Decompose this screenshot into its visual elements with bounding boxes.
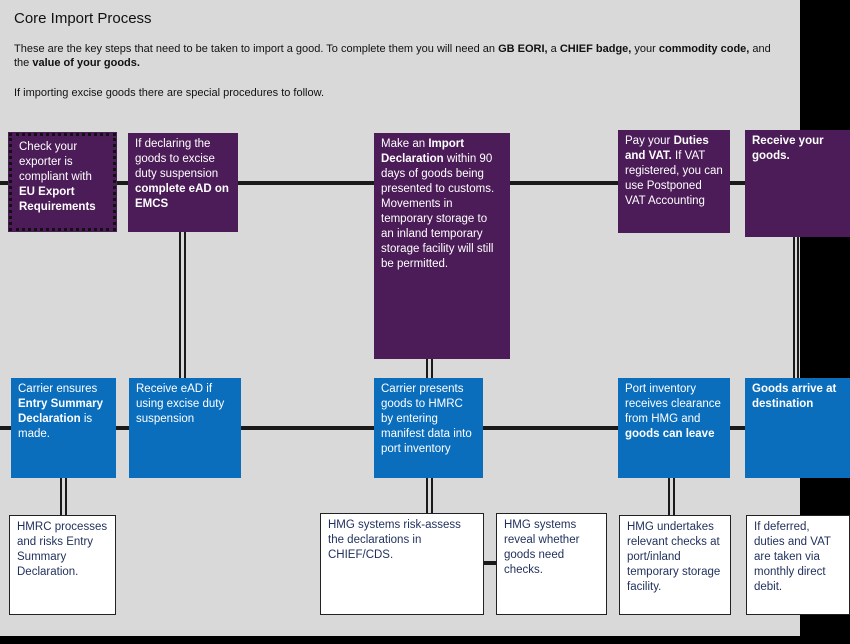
carrier-presents-text: Carrier presents goods to HMRC by enteri… (381, 383, 472, 455)
receive-ead-text: Receive eAD if using excise duty suspens… (136, 383, 225, 425)
hmrc-processes-box: HMRC processes and risks Entry Summary D… (9, 515, 116, 615)
import-declaration-box: Make an Import Declaration within 90 day… (374, 133, 510, 359)
intro-text-2: a (547, 43, 560, 55)
declare-excise-box: If declaring the goods to excise duty su… (128, 133, 238, 232)
pay-duties-box: Pay your Duties and VAT. If VAT register… (618, 130, 730, 233)
hmrc-processes-text: HMRC processes and risks Entry Summary D… (17, 521, 108, 578)
carrier-ensures-bold: Entry Summary Declaration (18, 398, 104, 425)
carrier-presents-box: Carrier presents goods to HMRC by enteri… (374, 378, 483, 478)
check-exporter-bold: EU Export Requirements (19, 186, 96, 213)
intro-bold-chief: CHIEF badge, (559, 43, 632, 55)
pay-duties-bold: Duties and VAT. (625, 135, 709, 162)
hmg-reveal-text: HMG systems reveal whether goods need ch… (504, 519, 580, 576)
port-inventory-bold: goods can leave (625, 428, 715, 440)
import-declaration-text-2: within 90 days of goods being presented … (381, 153, 495, 270)
receive-goods-box: Receive your goods. (745, 130, 850, 237)
deferred-duties-box: If deferred, duties and VAT are taken vi… (746, 515, 850, 615)
port-inventory-box: Port inventory receives clearance from H… (618, 378, 730, 478)
intro-bold-commodity: commodity code, (658, 43, 750, 55)
hmg-reveal-box: HMG systems reveal whether goods need ch… (496, 513, 607, 615)
pay-duties-text-2: If VAT registered, you can use Postponed… (625, 150, 723, 207)
excise-note: If importing excise goods there are spec… (14, 87, 324, 99)
goods-arrive-box: Goods arrive at destination (745, 378, 850, 478)
receive-goods-bold: Receive your goods. (752, 135, 824, 162)
carrier-ensures-text-1: Carrier ensures (18, 383, 98, 395)
intro-text-1: These are the key steps that need to be … (14, 43, 499, 55)
import-declaration-bold: Import Declaration (381, 138, 465, 165)
page-title: Core Import Process (14, 10, 152, 27)
carrier-ensures-text-2: is made. (18, 413, 93, 440)
hmg-risk-assess-text: HMG systems risk-assess the declarations… (328, 519, 461, 561)
hmg-checks-text: HMG undertakes relevant checks at port/i… (627, 521, 721, 593)
goods-arrive-bold: Goods arrive at destination (752, 383, 837, 410)
port-inventory-text: Port inventory receives clearance from H… (625, 383, 721, 425)
hmg-risk-assess-box: HMG systems risk-assess the declarations… (320, 513, 484, 615)
receive-ead-box: Receive eAD if using excise duty suspens… (129, 378, 241, 478)
declare-excise-bold: complete eAD on EMCS (135, 183, 229, 210)
deferred-duties-text: If deferred, duties and VAT are taken vi… (754, 521, 831, 593)
carrier-ensures-box: Carrier ensures Entry Summary Declaratio… (11, 378, 116, 478)
hmg-checks-box: HMG undertakes relevant checks at port/i… (619, 515, 731, 615)
check-exporter-text: Check your exporter is compliant with (19, 141, 92, 183)
check-exporter-box: Check your exporter is compliant with EU… (8, 132, 117, 232)
intro-text-3: your (631, 43, 659, 55)
intro-text-4: and the (14, 43, 771, 69)
intro-text: These are the key steps that need to be … (14, 42, 789, 70)
import-declaration-text-1: Make an (381, 138, 429, 150)
intro-bold-value: value of your goods. (32, 57, 140, 69)
pay-duties-text-1: Pay your (625, 135, 674, 147)
declare-excise-text: If declaring the goods to excise duty su… (135, 138, 219, 180)
intro-bold-eori: GB EORI, (498, 43, 548, 55)
